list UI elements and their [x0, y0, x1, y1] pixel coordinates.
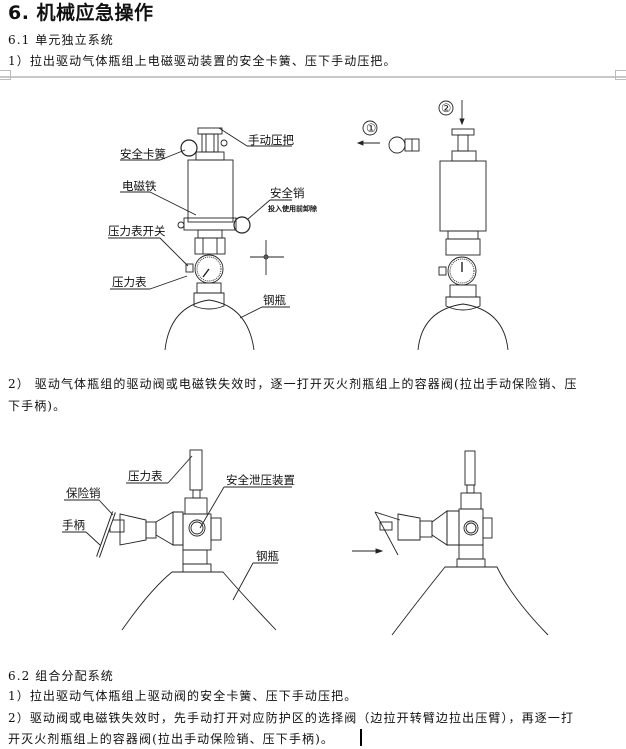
label-gauge-switch: 压力表开关 [108, 224, 166, 238]
label-manual-lever: 手动压把 [248, 133, 294, 147]
page-margin-marker-left [0, 70, 11, 80]
subsection-title-6-1: 6.1 单元独立系统 [8, 33, 114, 47]
label-pressure-gauge-2: 压力表 [128, 469, 163, 483]
actuator-assembly-right: ① ② [356, 100, 509, 351]
actuator-assembly-left [164, 127, 255, 351]
label-steel-cylinder: 钢瓶 [263, 293, 286, 307]
label-safety-pin: 安全销 [270, 186, 305, 200]
paragraph-6-1-step2-line1: 2） 驱动气体瓶组的驱动阀或电磁铁失效时，逐一打开灭火剂瓶组上的容器阀(拉出手动… [8, 377, 578, 391]
paragraph-6-2-step1: 1）拉出驱动气体瓶组上驱动阀的安全卡簧、压下手动压把。 [8, 689, 358, 703]
label-handle: 手柄 [62, 518, 85, 532]
label-steel-cylinder-2: 钢瓶 [256, 549, 279, 563]
paragraph-6-1-step1: 1）拉出驱动气体瓶组上电磁驱动装置的安全卡簧、压下手动压把。 [8, 54, 397, 68]
paragraph-6-2-step2-line1: 2）驱动阀或电磁铁失效时，先手动打开对应防护区的选择阀（边拉开转臂边拉出压臂），… [8, 711, 575, 725]
label-safety-relief: 安全泄压装置 [226, 473, 295, 487]
label-pressure-gauge: 压力表 [112, 275, 147, 289]
figure-solenoid-actuator-diagram: 手动压把 安全卡簧 电磁铁 安全销 投入使用前卸除 压力表开关 压力表 钢瓶 ①… [108, 100, 509, 351]
label-solenoid: 电磁铁 [122, 179, 157, 193]
subsection-title-6-2: 6.2 组合分配系统 [8, 669, 114, 683]
section-heading: 6. 机械应急操作 [8, 2, 154, 24]
label-safety-clip: 安全卡簧 [120, 147, 166, 161]
step-marker-2: ② [441, 101, 451, 115]
figure1-leaders [108, 127, 292, 319]
label-safety-pin-2: 保险销 [66, 486, 101, 500]
label-safety-pin-note: 投入使用前卸除 [268, 204, 318, 213]
page-break-divider [0, 76, 626, 78]
paragraph-6-1-step2-line2: 下手柄)。 [8, 399, 67, 413]
container-valve-left [96, 449, 277, 631]
text-cursor [360, 729, 362, 746]
figure2-leaders [62, 455, 292, 601]
page-margin-marker-right [615, 70, 626, 80]
container-valve-right [352, 450, 549, 636]
crosshair-marker [250, 240, 284, 275]
figure-container-valve-diagram: 压力表 安全泄压装置 保险销 手柄 钢瓶 [62, 449, 549, 636]
step-marker-1: ① [366, 121, 376, 135]
paragraph-6-2-step2-line2[interactable]: 开灭火剂瓶组上的容器阀(拉出手动保险销、压下手柄)。 [8, 732, 334, 746]
